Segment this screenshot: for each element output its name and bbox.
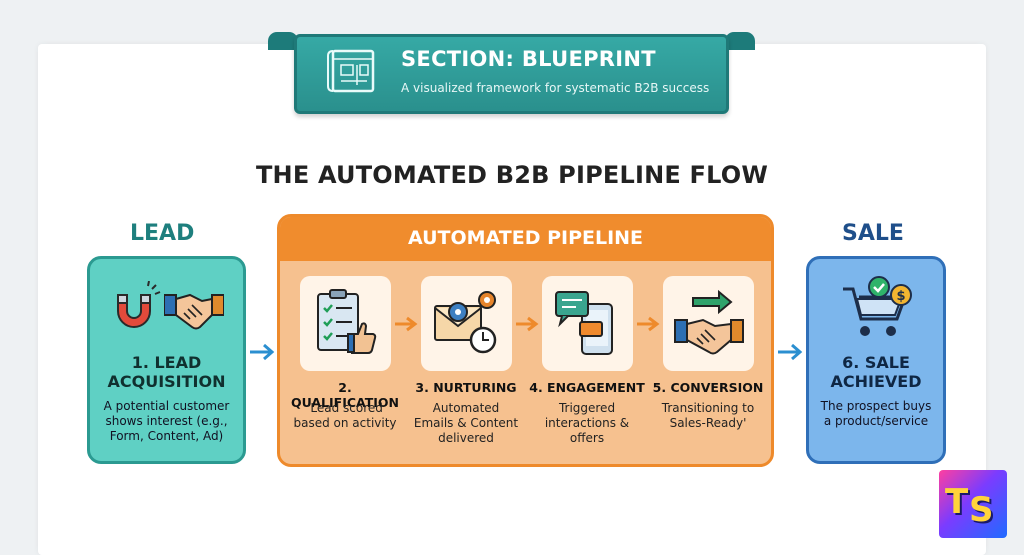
pipeline-header (280, 217, 771, 261)
stage-nurturing-title: 3. NURTURING (415, 380, 517, 395)
stage-engagement-title: 4. ENGAGEMENT (529, 380, 645, 395)
ribbon-curl-right (725, 32, 755, 50)
stage-conversion-desc-line2: Sales-Ready' (669, 416, 747, 430)
lead-desc-line2: shows interest (e.g., (105, 414, 228, 428)
automated-pipeline: AUTOMATED PIPELINE (277, 214, 774, 467)
logo-letter-t: T (945, 482, 969, 522)
flow-title: THE AUTOMATED B2B PIPELINE FLOW (255, 161, 769, 189)
handshake-icon (164, 293, 224, 330)
handshake-arrow-icon (674, 289, 744, 355)
stage-conversion-title: 5. CONVERSION (652, 380, 764, 395)
arrow-pipeline-to-sale (778, 343, 803, 361)
chat-phone-icon (555, 291, 613, 355)
stage-qualification-desc-line2: based on activity (293, 416, 397, 430)
lead-title-line1: 1. LEAD (131, 353, 202, 372)
email-gear-clock-icon (434, 291, 497, 354)
ribbon-body: SECTION: BLUEPRINT A visualized framewor… (294, 34, 729, 114)
stage-nurturing-desc-line1: Automated (432, 401, 500, 415)
pipeline-title: AUTOMATED PIPELINE (407, 227, 644, 249)
banner-title: SECTION: BLUEPRINT (401, 47, 656, 71)
stage-nurturing-tile (421, 276, 512, 371)
stage-qualification-desc-line1: 'Lead scored (307, 401, 383, 415)
banner-subtitle: A visualized framework for systematic B2… (401, 81, 710, 95)
stage-engagement-desc-line2: interactions & (544, 416, 630, 430)
stage-engagement-desc-line1: Triggered (558, 401, 616, 415)
stage-qualification-tile (300, 276, 391, 371)
arrow-lead-to-pipeline (250, 343, 275, 361)
blueprint-icon (327, 49, 375, 93)
section-banner: SECTION: BLUEPRINT A visualized framewor… (268, 30, 755, 116)
lead-label: LEAD (130, 221, 195, 246)
stage-conversion-desc-line1: Transitioning to (661, 401, 755, 415)
shopping-cart-check-dollar-icon: $ (843, 276, 912, 336)
lead-desc-line1: A potential customer (103, 399, 230, 413)
stage-conversion-tile (663, 276, 754, 371)
ribbon-curl-left (268, 32, 298, 50)
ts-logo-icon: T S (939, 470, 1007, 538)
stage-nurturing-desc-line2: Emails & Content (413, 416, 519, 430)
stage-engagement-desc-line3: offers (569, 431, 605, 445)
arrow-qualification-to-nurturing (395, 316, 418, 332)
lead-title-line2: ACQUISITION (107, 372, 226, 391)
sale-desc-line1: The prospect buys (820, 399, 932, 413)
stage-nurturing-desc-line3: delivered (438, 431, 494, 445)
magnet-icon (117, 281, 161, 328)
stage-qualification-title: 2. QUALIFICATION (290, 380, 399, 410)
sale-label: SALE (842, 221, 904, 246)
checklist-thumbs-up-icon (317, 289, 377, 354)
lead-desc-line3: Form, Content, Ad) (109, 429, 224, 443)
arrow-engagement-to-conversion (637, 316, 660, 332)
sale-title-line1: 6. SALE (842, 353, 910, 372)
sale-achieved-box: $ 6. SALE ACHIEVED The prospect buys a p… (806, 256, 946, 464)
lead-acquisition-box: 1. LEAD ACQUISITION A potential customer… (87, 256, 246, 464)
sale-title-line2: ACHIEVED (830, 372, 922, 391)
svg-text:$: $ (896, 289, 905, 304)
arrow-nurturing-to-engagement (516, 316, 539, 332)
sale-desc-line2: a product/service (823, 414, 929, 428)
stage-engagement-tile (542, 276, 633, 371)
logo-letter-s: S (969, 490, 994, 530)
